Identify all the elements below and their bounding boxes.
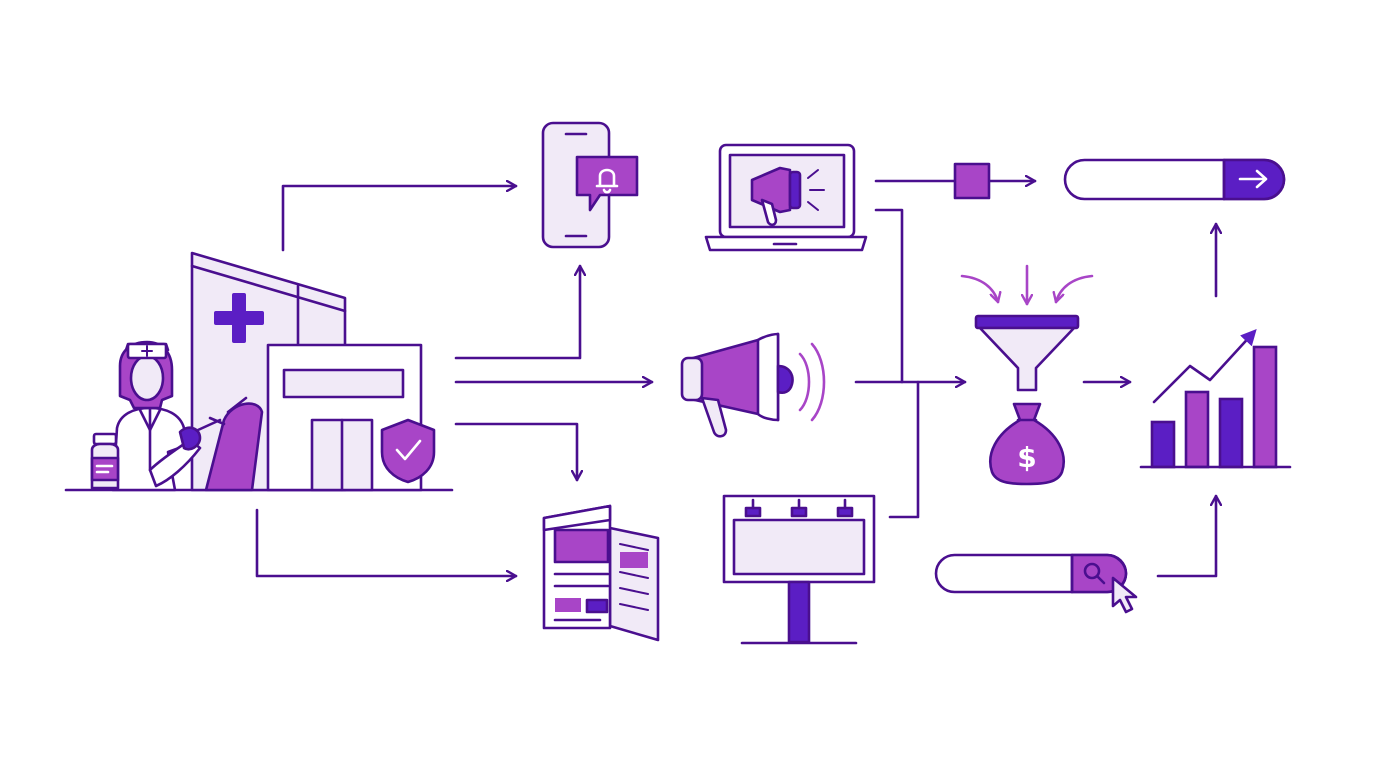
connector-search-to-chart [1156, 494, 1216, 578]
connector-hospital-down [454, 422, 577, 482]
laptop-megaphone-icon [704, 143, 868, 252]
patient-arm [204, 396, 264, 492]
shield-check-icon [380, 418, 436, 484]
connector-hospital-to-newspaper [255, 508, 518, 576]
chart-bar-2 [1184, 390, 1210, 469]
growth-chart-icon [1139, 329, 1292, 469]
medical-cross-icon [214, 293, 264, 343]
square-node [953, 162, 991, 200]
chart-bar-3 [1218, 397, 1244, 469]
nurse-icon [111, 340, 226, 492]
connector-hospital-to-phone-lower [454, 264, 580, 360]
billboard-icon [722, 494, 876, 645]
trend-arrow [1152, 329, 1257, 404]
progress-bar-icon [1063, 158, 1286, 201]
connector-billboard-merge [888, 380, 920, 519]
connector-hospital-to-phone [281, 186, 518, 252]
search-icon [1083, 562, 1106, 585]
chart-bars [1150, 345, 1278, 469]
vaccine-vial-icon [90, 432, 120, 490]
search-bar-icon[interactable] [934, 553, 1138, 614]
megaphone-small [750, 166, 825, 227]
arrow-right-icon [1238, 169, 1268, 189]
hospital-group [64, 251, 454, 492]
mouse-cursor-icon [1111, 576, 1138, 614]
megaphone-icon [680, 332, 826, 438]
money-bag-icon: $ [989, 402, 1065, 486]
chart-bar-1 [1150, 420, 1176, 469]
sales-funnel-icon [960, 264, 1094, 392]
connectors [255, 181, 1216, 578]
chart-bar-4 [1252, 345, 1278, 469]
newspaper-icon [542, 504, 660, 642]
svg-text:$: $ [1017, 441, 1036, 474]
smartphone-notification-icon [541, 121, 639, 249]
connector-laptop-merge [874, 208, 904, 384]
